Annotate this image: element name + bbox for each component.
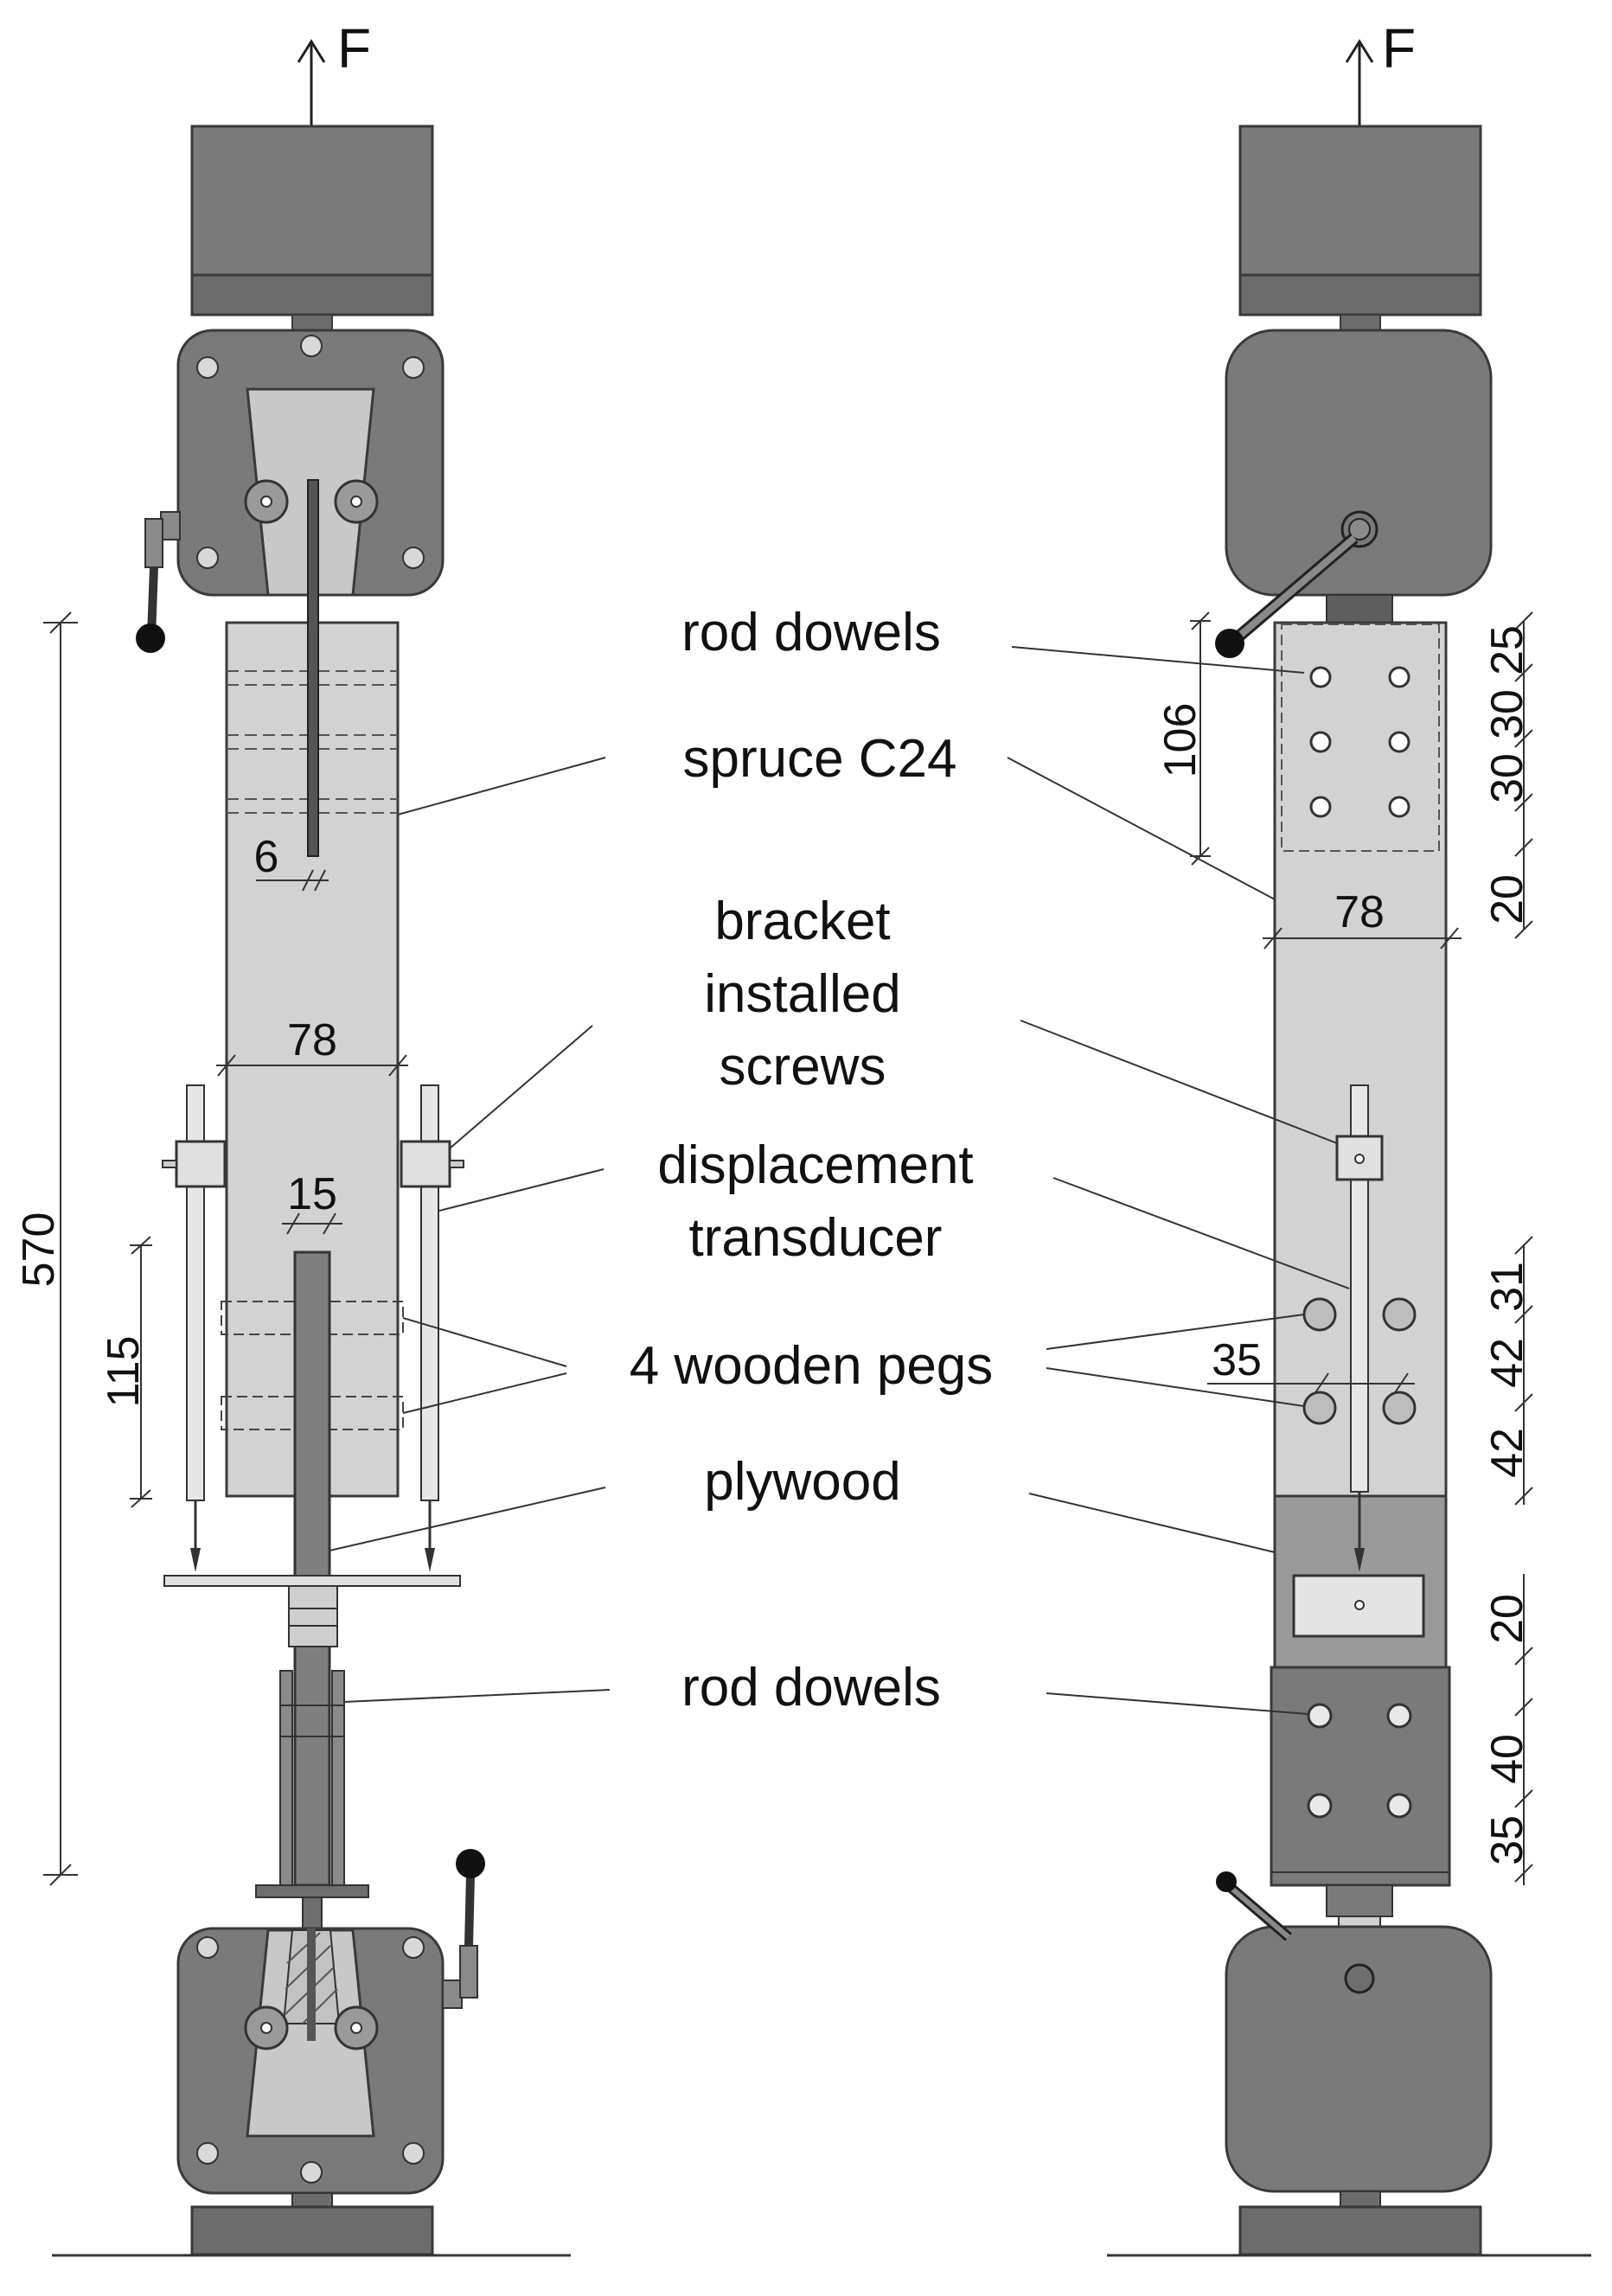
dim-gauge-length-text: 115 xyxy=(99,1336,149,1408)
rod-dowels-bottom-right xyxy=(1307,1703,1412,1819)
force-label-right: F xyxy=(1382,17,1416,80)
crank-handle-bottom-right xyxy=(1216,1871,1292,1941)
label-wooden-pegs: 4 wooden pegs xyxy=(630,1336,994,1396)
crank-handle-top-right xyxy=(1215,510,1379,658)
dowel-zone-top-right xyxy=(1281,624,1440,852)
steel-side-plates-bottom-left xyxy=(279,1670,345,1886)
dim-chain-mid-2: 42 xyxy=(1482,1338,1532,1388)
dim-chain-top-2: 30 xyxy=(1482,689,1532,739)
dim-chain-bottom-2: 40 xyxy=(1482,1734,1532,1784)
label-bracket-line1: bracket xyxy=(714,892,890,951)
dim-gauge-length xyxy=(130,1236,152,1508)
leader-lines xyxy=(329,646,1350,1715)
label-rod-dowels-top: rod dowels xyxy=(681,603,941,662)
grip-top-right xyxy=(1225,329,1493,597)
dim-dowel-zone-text: 106 xyxy=(1155,703,1206,778)
slotted-steel-plate-top-left xyxy=(307,479,319,857)
grip-bottom-left xyxy=(176,1927,445,2195)
right-view: F xyxy=(1107,17,1591,2257)
crosshead-bottom-right xyxy=(1238,2205,1482,2256)
dim-total-length xyxy=(43,611,78,1886)
dim-chain-top-3: 30 xyxy=(1482,753,1532,803)
force-arrow-right: F xyxy=(1345,17,1416,130)
label-bracket-line3: screws xyxy=(720,1037,886,1097)
dim-total-length-text: 570 xyxy=(14,1212,64,1288)
crosshead-top-left-base xyxy=(190,273,434,317)
force-arrow-left: F xyxy=(297,17,371,130)
crank-handle-top-left xyxy=(136,511,181,653)
dim-chain-bottom-1: 20 xyxy=(1482,1594,1532,1644)
transducer-left-a xyxy=(162,1084,227,1572)
dim-chain-top-1: 25 xyxy=(1482,625,1532,675)
crosshead-bottom-left xyxy=(190,2205,434,2256)
crank-handle-bottom-left xyxy=(442,1849,485,2009)
dim-plate-width-text: 15 xyxy=(287,1169,337,1219)
dim-peg-spacing-text: 35 xyxy=(1212,1335,1262,1385)
label-bracket-line2: installed xyxy=(704,964,900,1024)
transducer-left-b xyxy=(400,1084,464,1572)
crosshead-top-left xyxy=(190,125,434,277)
dim-width-left xyxy=(216,1054,408,1077)
label-plywood: plywood xyxy=(704,1452,900,1512)
dim-plate-width xyxy=(282,1212,342,1235)
label-transducer-line2: transducer xyxy=(689,1208,943,1268)
force-label-left: F xyxy=(337,17,371,80)
label-spruce: spruce C24 xyxy=(682,729,956,789)
rod-dowels-top-right xyxy=(1309,666,1410,818)
dim-chain-mid-1: 31 xyxy=(1482,1262,1532,1312)
left-view: F xyxy=(14,17,571,2257)
wooden-pegs-right xyxy=(1302,1297,1417,1425)
dim-width-right xyxy=(1263,927,1462,950)
dim-chain-bottom-3: 35 xyxy=(1482,1815,1532,1865)
dim-peg-spacing xyxy=(1207,1372,1415,1395)
crosshead-top-right xyxy=(1238,125,1482,277)
steel-plate-bottom-right xyxy=(1270,1666,1451,1887)
reference-bar-left xyxy=(163,1575,461,1587)
dim-chain-right xyxy=(1514,611,1533,1885)
dim-chain-mid-3: 42 xyxy=(1482,1428,1532,1478)
dim-slot-width-text: 6 xyxy=(254,832,279,882)
dim-dowel-zone xyxy=(1190,611,1211,866)
label-rod-dowels-bottom: rod dowels xyxy=(681,1658,941,1717)
dim-width-right-text: 78 xyxy=(1334,887,1385,937)
dim-width-left-text: 78 xyxy=(287,1015,337,1065)
plywood-plate-left xyxy=(293,1250,331,1887)
dim-chain-top-4: 20 xyxy=(1482,874,1532,924)
label-transducer-line1: displacement xyxy=(657,1135,973,1195)
dim-slot-width xyxy=(256,869,329,892)
